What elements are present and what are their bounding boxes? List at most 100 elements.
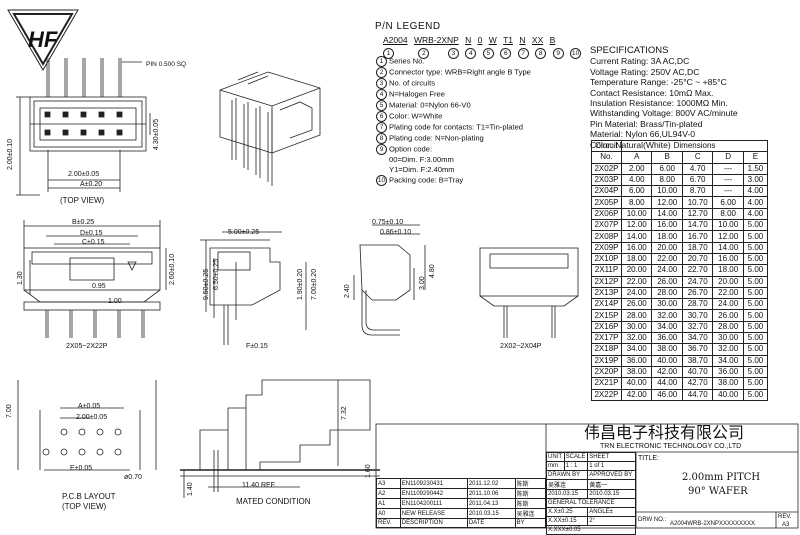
table-cell: ---	[712, 162, 744, 175]
table-cell: 2X19P	[591, 354, 622, 367]
table-cell: 10.00	[620, 207, 653, 221]
legend-item: Y1=Dim. F:2.40mm	[389, 164, 455, 174]
table-cell: 2X22P	[591, 388, 622, 401]
rev-head-rev: REV.	[376, 518, 401, 528]
revision-cell: 2011.12.02	[466, 478, 516, 489]
table-cell: 30.00	[712, 332, 744, 345]
table-cell: 44.70	[681, 388, 714, 401]
spec-title: SPECIFICATIONS	[590, 45, 669, 56]
table-cell: 34.00	[651, 320, 683, 334]
table-cell: 38.00	[620, 365, 653, 379]
th-dimensions: Dimensions	[621, 139, 768, 153]
table-cell: 36.00	[712, 365, 744, 379]
dim-3-00: 3.00	[419, 276, 426, 290]
drawn-name: 吴雅连	[545, 479, 589, 490]
pn-part-1: A2004	[383, 35, 408, 45]
table-cell: ---	[712, 173, 744, 187]
table-cell: 2X12P	[591, 275, 622, 288]
angle-value: 2°	[587, 516, 636, 526]
table-cell: 5.00	[742, 264, 769, 277]
rev-head-by: BY	[514, 518, 547, 528]
dim-2-00-005: 2.00±0.05	[68, 171, 100, 178]
table-cell: 3.00	[742, 173, 769, 187]
front-view-2x05	[23, 220, 167, 338]
rev-head-date: DATE	[466, 518, 516, 528]
table-cell: 4.70	[681, 162, 714, 175]
angle-label: ANGLE±	[587, 507, 636, 517]
dim-1-00: 1.00	[108, 298, 122, 305]
dim-1-60: 1.60	[365, 464, 372, 478]
table-cell: ---	[712, 185, 744, 198]
table-cell: 2X14P	[591, 298, 622, 311]
table-cell: 2X10P	[591, 252, 622, 266]
pn-num-3: 3	[447, 48, 459, 60]
hf-logo	[7, 9, 79, 71]
table-cell: 42.70	[681, 377, 714, 390]
spec-line: Pin Material: Brass/Tin-plated	[590, 118, 703, 129]
pn-num-1: 1	[383, 48, 394, 60]
pn-num-8: 8	[535, 48, 547, 60]
dim-c-015: C±0.15	[82, 239, 105, 246]
revision-cell: EN1109230431	[399, 478, 468, 489]
unit-label: UNIT	[546, 452, 565, 462]
drawn-by-label: DRAWN BY	[545, 470, 589, 480]
pn-part-6: T1	[503, 35, 514, 45]
sheet-label: SHEET	[587, 452, 636, 462]
dim-7-32: 7.32	[341, 406, 348, 420]
sheet-value: 1 of 1	[587, 461, 636, 471]
spec-line: Voltage Rating: 250V AC,DC	[590, 66, 700, 77]
logo-text: HF	[28, 27, 58, 52]
pn-num-4: 4	[465, 48, 477, 60]
table-cell: 24.70	[681, 275, 714, 288]
revision-cell: A1	[376, 498, 401, 509]
drw-no: A2004WRB-2XNPXXXXXXXXX	[670, 521, 756, 527]
pn-num-10: 10	[570, 48, 582, 60]
top-view-label-2: (TOP VIEW)	[62, 502, 107, 511]
table-cell: 38.00	[712, 377, 744, 390]
dim-5-00: 5.00±0.25	[228, 229, 260, 236]
table-cell: 22.00	[712, 286, 744, 300]
table-cell: 18.70	[681, 241, 714, 254]
drw-no-label: DRW NO.:	[638, 517, 667, 523]
top-view-label: (TOP VIEW)	[60, 196, 105, 205]
dim-1-90: 1.90±0.20	[297, 268, 304, 300]
pn-part-9: B	[549, 35, 556, 45]
table-cell: 1.50	[742, 162, 769, 175]
th-c: C	[681, 151, 714, 164]
table-cell: 2X03P	[591, 173, 622, 187]
dim-1-30: 1.30	[17, 271, 24, 285]
table-cell: 5.00	[742, 298, 769, 311]
table-cell: 14.00	[712, 241, 744, 254]
pn-legend-title: P/N LEGEND	[375, 21, 441, 32]
table-cell: 5.00	[742, 241, 769, 254]
th-e: E	[742, 151, 769, 164]
dim-f: F±0.15	[246, 343, 268, 350]
table-cell: 30.70	[681, 309, 714, 322]
table-cell: 12.00	[712, 230, 744, 243]
dim-d-015: D±0.15	[80, 230, 103, 237]
table-cell: 5.00	[742, 332, 769, 345]
table-cell: 32.00	[620, 332, 653, 345]
table-cell: 5.00	[742, 252, 769, 266]
view-2x05-label: 2X05~2X22P	[66, 343, 108, 350]
dim-b-025: B±0.25	[72, 219, 95, 226]
dim-a-020: A±0.20	[80, 181, 103, 188]
table-cell: 10.00	[712, 219, 744, 232]
table-cell: 12.70	[681, 207, 714, 221]
